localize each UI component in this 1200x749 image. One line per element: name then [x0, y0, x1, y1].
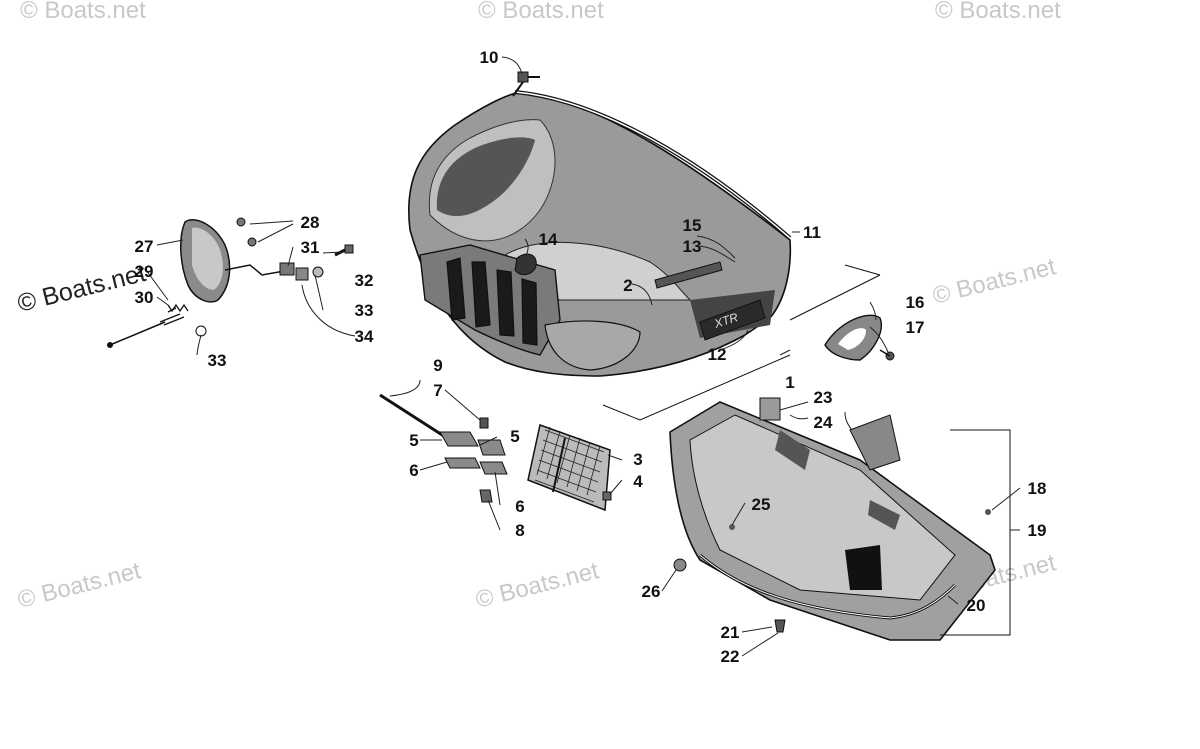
emblem-part: [514, 253, 537, 276]
callout-label: 21: [721, 623, 740, 642]
callout-label: 27: [135, 237, 154, 256]
watermark: © Boats.net: [935, 0, 1061, 24]
callout-label: 13: [683, 237, 702, 256]
watermark: © Boats.net: [15, 557, 144, 614]
storage-tray-part: [669, 397, 996, 641]
callout-label: 31: [301, 238, 320, 257]
callout-label: 9: [433, 356, 442, 375]
callout-label: 25: [752, 495, 771, 514]
callout-label: 14: [539, 230, 558, 249]
watermark: © Boats.net: [15, 259, 149, 318]
callout-label: 30: [135, 288, 154, 307]
watermark: © Boats.net: [20, 0, 146, 24]
bracket-parts: [379, 393, 508, 503]
callout-label: 34: [355, 327, 374, 346]
leader-lines: [145, 56, 1021, 657]
callout-label: 7: [433, 381, 442, 400]
callout-label: 11: [803, 223, 821, 242]
callout-label: 6: [409, 461, 418, 480]
callout-label: 18: [1028, 479, 1047, 498]
callout-label: 17: [906, 318, 925, 337]
group-bracket: [940, 429, 1011, 636]
callout-label: 28: [301, 213, 320, 232]
callout-label: 12: [708, 345, 727, 364]
callout-label: 24: [814, 413, 833, 432]
watermark: © Boats.net: [930, 253, 1059, 310]
callout-label: 22: [721, 647, 740, 666]
callout-labels: 1 2 3 4 5 5 6 6 7 8 9 10 11 12 13 14 15 …: [135, 48, 1047, 666]
callout-label: 1: [785, 373, 794, 392]
mirror-assembly: [107, 217, 354, 348]
callout-label: 19: [1028, 521, 1047, 540]
callout-label: 5: [510, 427, 519, 446]
assembly-outline: [602, 264, 881, 421]
watermark: © Boats.net: [473, 557, 602, 614]
callout-label: 23: [814, 388, 833, 407]
bolt-10-part: [512, 71, 540, 97]
callout-label: 32: [355, 271, 374, 290]
callout-label: 6: [515, 497, 524, 516]
callout-label: 26: [642, 582, 661, 601]
callout-label: 4: [633, 472, 643, 491]
callout-label: 10: [480, 48, 499, 67]
callout-label: 15: [683, 216, 702, 235]
mount-part: [824, 314, 895, 361]
callout-label: 8: [515, 521, 524, 540]
callout-label: 33: [208, 351, 227, 370]
callout-label: 20: [967, 596, 986, 615]
hood-part: XTR: [408, 91, 792, 377]
callout-label: 33: [355, 301, 374, 320]
callout-label: 29: [135, 262, 154, 281]
callout-label: 3: [633, 450, 642, 469]
callout-label: 2: [623, 276, 632, 295]
watermark: © Boats.net: [478, 0, 604, 24]
callout-label: 16: [906, 293, 925, 312]
callout-label: 5: [409, 431, 418, 450]
grille-screen-part: [527, 424, 612, 512]
